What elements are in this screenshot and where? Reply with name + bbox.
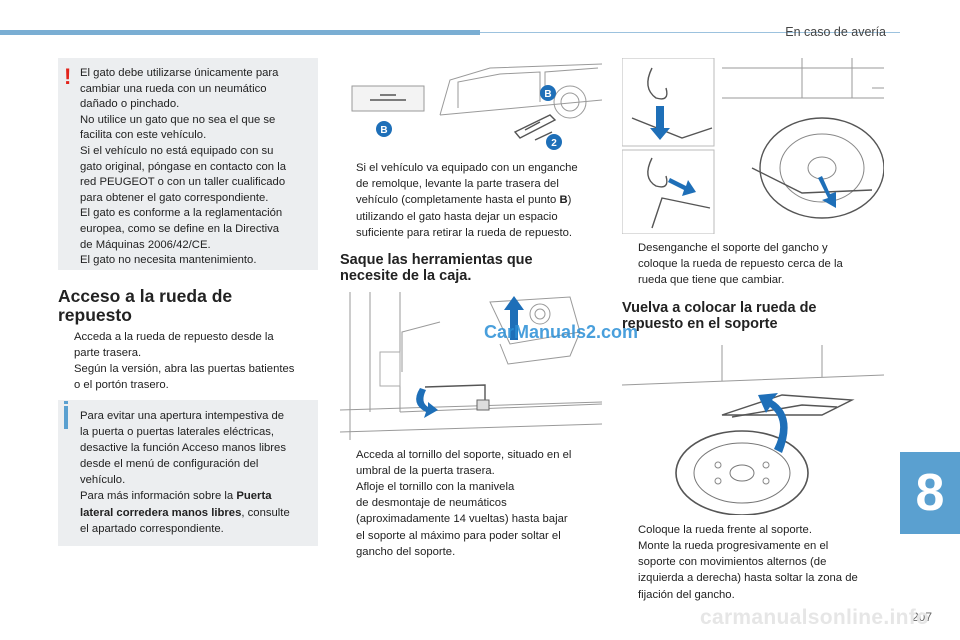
heading-line: necesite de la caja.: [340, 268, 472, 284]
page-section-title: En caso de avería: [785, 25, 886, 39]
bullet-line: fijación del gancho.: [638, 588, 735, 601]
warning-line: El gato es conforme a la reglamentación: [80, 207, 283, 220]
heading-line: Saque las herramientas que: [340, 252, 533, 268]
warning-line: El gato no necesita mantenimiento.: [80, 254, 257, 267]
header-accent-bar: [0, 30, 480, 35]
warning-line: red PEUGEOT o con un taller cualificado: [80, 176, 286, 189]
warning-line: para obtener el gato correspondiente.: [80, 191, 269, 204]
info-line: vehículo.: [80, 474, 126, 487]
info-line: desactive la función Acceso manos libres: [80, 442, 286, 455]
warning-line: El gato debe utilizarse únicamente para: [80, 67, 279, 79]
warning-line: Si el vehículo no está equipado con su: [80, 144, 274, 157]
header-rule: [480, 32, 900, 33]
bullet-line: utilizando el gato hasta dejar un espaci…: [356, 210, 558, 223]
warning-box: ! El gato debe utilizarse únicamente par…: [58, 58, 318, 270]
bullet-loosen-screw: Afloje el tornillo con la manivela de de…: [340, 479, 605, 560]
label-badge-b: [540, 85, 556, 101]
bullet-line: Desenganche el soporte del gancho y: [638, 242, 828, 254]
illustration-jack-lift: B B 2: [340, 60, 602, 152]
bullet-line: Según la versión, abra las puertas batie…: [74, 363, 295, 375]
label-badge-2: [546, 134, 562, 150]
bullet-line: Coloque la rueda frente al soporte.: [638, 524, 812, 536]
info-line: desde el menú de configuración del: [80, 458, 259, 471]
info-line: lateral corredera manos libres, consulte: [80, 505, 310, 521]
bullet-text: vehículo (completamente hasta el punto: [356, 194, 560, 207]
warning-line: facilita con este vehículo.: [80, 129, 207, 142]
bullet-line: Acceda al tornillo del soporte, situado …: [356, 449, 572, 461]
warning-line: No utilice un gato que no sea el que se: [80, 113, 276, 126]
warning-line: de Máquinas 2006/42/CE.: [80, 238, 211, 251]
info-line: la puerta o puertas laterales eléctricas…: [80, 426, 275, 439]
section-heading-access: Acceso a la rueda de repuesto: [58, 287, 232, 325]
bullet-line: Monte la rueda progresivamente en el: [638, 540, 829, 552]
bullet-line: Afloje el tornillo con la manivela: [356, 481, 515, 493]
section-heading-refit: Vuelva a colocar la rueda de repuesto en…: [622, 300, 817, 332]
info-line: el apartado correspondiente.: [80, 522, 224, 535]
info-box: Para evitar una apertura intempestiva de…: [58, 400, 318, 546]
info-text: Para más información sobre la: [80, 490, 237, 503]
bullet-open-doors: Según la versión, abra las puertas batie…: [58, 361, 323, 393]
heading-line: repuesto en el soporte: [622, 316, 778, 332]
info-line: Para evitar una apertura intempestiva de: [80, 410, 285, 422]
bullet-line: el soporte al máximo para poder soltar e…: [356, 529, 561, 542]
illustration-wheel-refit: [622, 345, 884, 515]
bullet-access-rear: Acceda a la rueda de repuesto desde la p…: [58, 329, 323, 361]
bullet-line: (aproximadamente 14 vueltas) hasta bajar: [356, 513, 568, 526]
label-b: B: [380, 125, 387, 136]
bullet-line: coloque la rueda de repuesto cerca de la: [638, 258, 843, 271]
bullet-line: suficiente para retirar la rueda de repu…: [356, 226, 573, 239]
arrow-right-icon: [668, 178, 696, 196]
rotate-arrow-icon: [758, 393, 788, 453]
bullet-line: vehículo (completamente hasta el punto B…: [356, 192, 605, 208]
bullet-line: de desmontaje de neumáticos: [356, 497, 507, 510]
label-b: B: [544, 89, 551, 100]
warning-line: cambiar una rueda con un neumático: [80, 82, 267, 95]
label-2: 2: [551, 138, 557, 149]
bullet-mount-wheel: Monte la rueda progresivamente en el sop…: [622, 538, 887, 603]
exclamation-icon: !: [64, 64, 72, 89]
info-text: , consulte: [241, 506, 290, 519]
info-icon: [64, 401, 68, 429]
bullet-line: rueda que tiene que cambiar.: [638, 274, 785, 287]
watermark-bottom: carmanualsonline.info: [700, 606, 930, 629]
info-line: Para más información sobre la Puerta: [80, 488, 310, 504]
warning-line: europea, como se define en la Directiva: [80, 222, 280, 235]
heading-line: Vuelva a colocar la rueda de: [622, 300, 817, 316]
heading-line: Acceso a la rueda de: [58, 286, 233, 306]
arrow-down-icon: [818, 176, 836, 208]
bullet-place-wheel: Coloque la rueda frente al soporte.: [622, 522, 887, 538]
info-bold-text: lateral corredera manos libres: [80, 506, 242, 519]
bullet-tow-hitch: Si el vehículo va equipado con un enganc…: [340, 160, 605, 241]
bullet-bold-text: B: [559, 194, 568, 207]
arrow-up-icon: [504, 296, 524, 340]
warning-line: gato original, póngase en contacto con l…: [80, 160, 287, 173]
warning-line: dañado o pinchado.: [80, 98, 180, 111]
bullet-line: umbral de la puerta trasera.: [356, 465, 495, 478]
heading-line: repuesto: [58, 305, 132, 325]
bullet-access-screw: Acceda al tornillo del soporte, situado …: [340, 447, 605, 479]
illustration-hook-release: [622, 58, 884, 234]
rotate-arrow-icon: [416, 388, 438, 418]
bullet-line: o el portón trasero.: [74, 379, 169, 392]
label-badge-b: [376, 121, 392, 137]
bullet-unhook-carrier: Desenganche el soporte del gancho y colo…: [622, 240, 887, 289]
bullet-line: gancho del soporte.: [356, 545, 456, 558]
bullet-text: ): [567, 194, 572, 207]
bullet-line: soporte con movimientos alternos (de: [638, 556, 827, 569]
bullet-line: izquierda a derecha) hasta soltar la zon…: [638, 572, 858, 585]
page-number: 207: [912, 610, 933, 624]
chapter-tab: 8: [900, 452, 960, 534]
watermark-mid: CarManuals2.com: [484, 322, 639, 342]
bullet-line: Acceda a la rueda de repuesto desde la: [74, 331, 274, 343]
info-bold-text: Puerta: [236, 490, 272, 503]
illustration-tool-box: [340, 292, 602, 440]
bullet-line: de remolque, levante la parte trasera de…: [356, 178, 559, 191]
arrow-down-icon: [650, 106, 670, 140]
bullet-line: Si el vehículo va equipado con un enganc…: [356, 162, 578, 174]
bullet-line: parte trasera.: [74, 347, 142, 360]
section-heading-tools: Saque las herramientas que necesite de l…: [340, 252, 533, 284]
